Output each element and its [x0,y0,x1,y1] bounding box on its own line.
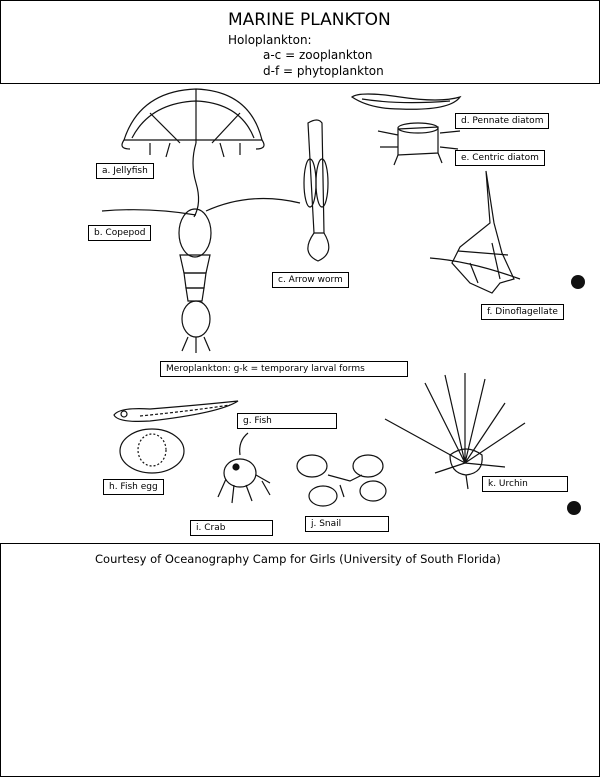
label-dinoflagellate: f. Dinoflagellate [481,304,564,320]
zooplankton-key: a-c = zooplankton [263,48,373,62]
label-meroplankton: Meroplankton: g-k = temporary larval for… [160,361,408,377]
plankton-drawings [101,88,526,507]
hole-punch-dot-bottom [567,501,581,515]
credit-text: Courtesy of Oceanography Camp for Girls … [95,552,501,566]
phytoplankton-key: d-f = phytoplankton [263,64,384,78]
page-title: MARINE PLANKTON [228,10,391,30]
holoplankton-heading: Holoplankton: [228,33,312,47]
label-centric-diatom: e. Centric diatom [455,150,545,166]
urchin-larva-drawing [384,373,526,490]
hole-punch-dot-top [571,275,585,289]
header-box: MARINE PLANKTON Holoplankton: a-c = zoop… [0,0,600,84]
arrow-worm-drawing [303,119,330,262]
label-pennate-diatom: d. Pennate diatom [455,113,550,129]
label-snail: j. Snail [305,516,389,532]
fish-larva-drawing [113,400,239,422]
label-crab: i. Crab [190,520,273,536]
fish-egg-drawing [119,428,185,474]
label-fish-egg: h. Fish egg [103,479,164,495]
label-urchin: k. Urchin [482,476,568,492]
pennate-diatom-drawing [350,93,462,110]
dinoflagellate-drawing [429,170,521,294]
centric-diatom-drawing [377,122,461,166]
label-copepod: b. Copepod [88,225,152,241]
plankton-diagram: a. Jellyfish b. Copepod c. Arrow worm d.… [0,83,600,543]
snail-larva-drawing [296,454,387,507]
footer-box: Courtesy of Oceanography Camp for Girls … [0,543,600,777]
label-jellyfish: a. Jellyfish [96,163,154,179]
label-arrow-worm: c. Arrow worm [272,272,349,288]
copepod-drawing [101,197,301,353]
jellyfish-drawing [121,88,265,218]
crab-larva-drawing [217,432,271,504]
label-fish: g. Fish [237,413,337,429]
